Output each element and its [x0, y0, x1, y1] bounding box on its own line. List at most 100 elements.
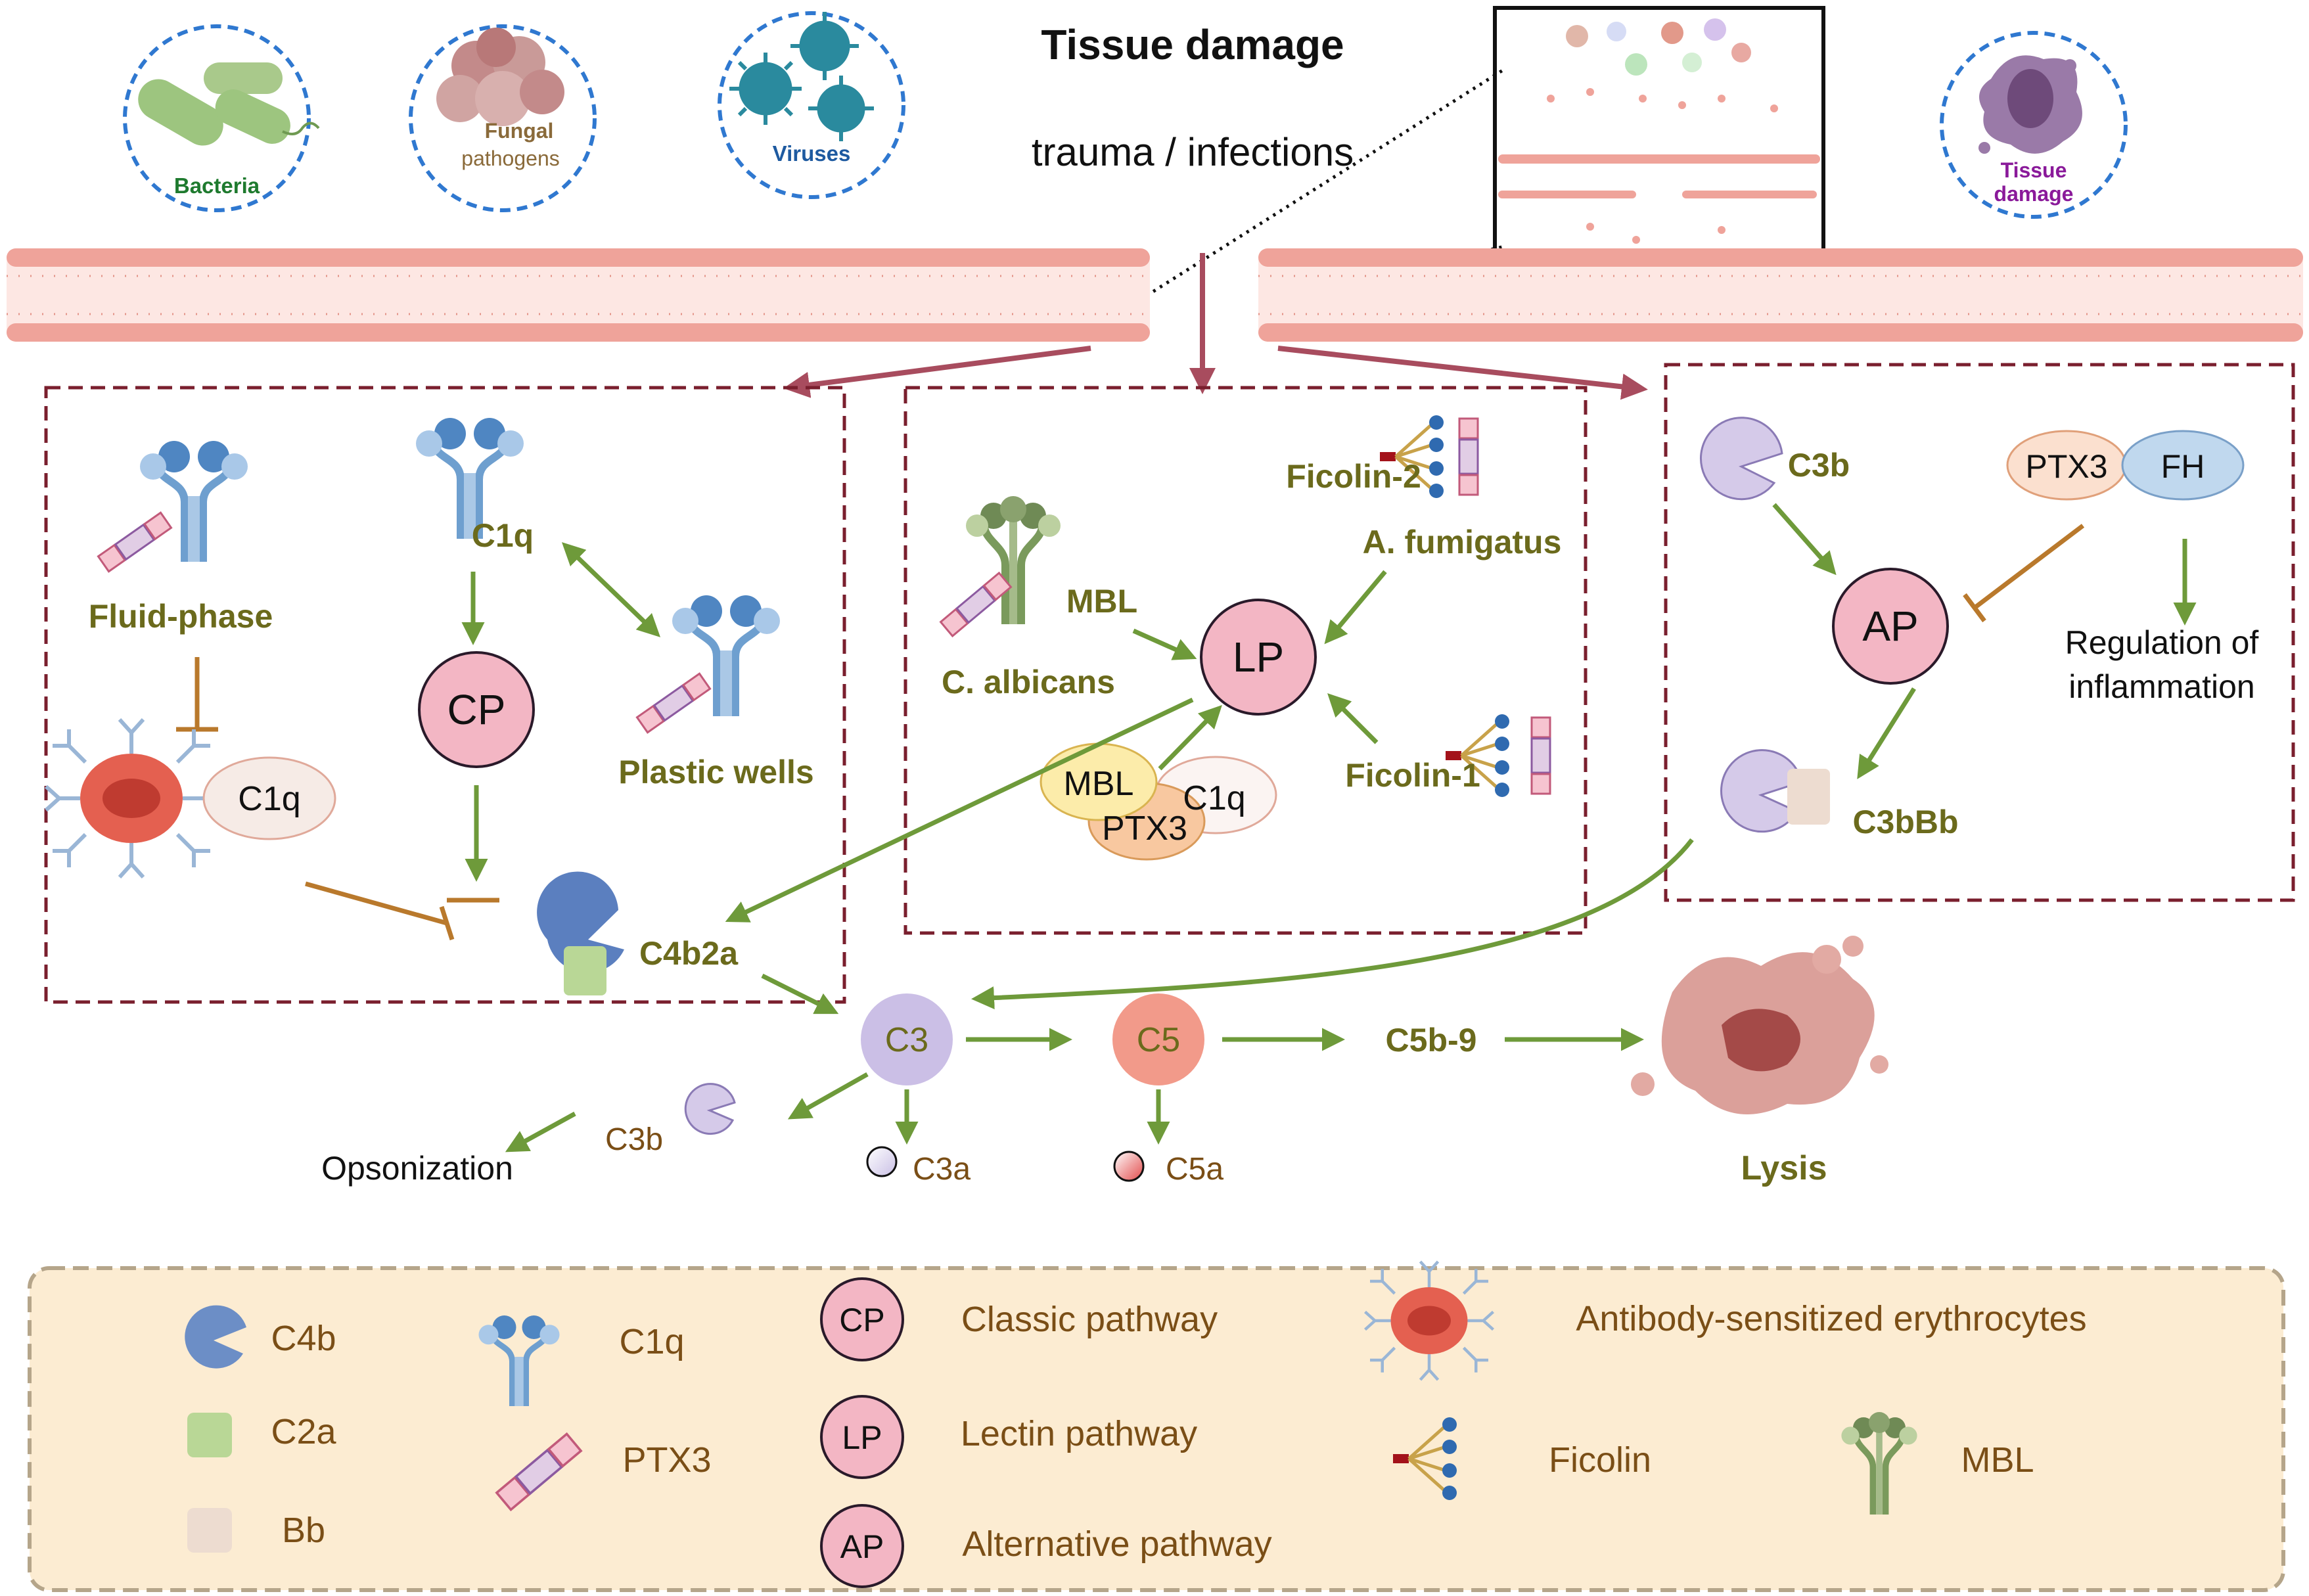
membrane-rupture-inset: [1493, 6, 1825, 261]
legend-ap-text: Alternative pathway: [962, 1524, 1271, 1564]
regulation-line2: inflammation: [2069, 668, 2254, 705]
legend-ptx3-label: PTX3: [622, 1440, 711, 1480]
lp-to-c4b2a-arrow: [725, 697, 1194, 923]
mbl-to-lp-arrow: [1132, 628, 1197, 660]
c3b-to-opsonization-arrow: [505, 1111, 576, 1152]
legend-cp-abbr: CP: [839, 1302, 884, 1338]
mbl-label: MBL: [1066, 583, 1137, 620]
c5-node: C5: [1112, 993, 1204, 1085]
bacteria-label: Bacteria: [174, 173, 260, 198]
c3b-ap-icon: [1699, 417, 1783, 501]
legend-erythro-text: Antibody-sensitized erythrocytes: [1576, 1299, 2086, 1338]
erythrocyte-icon: [46, 719, 217, 877]
c3b-to-ap-arrow: [1772, 503, 1837, 576]
viruses-badge: Viruses: [718, 11, 905, 199]
c1q-bubble-label: C1q: [238, 780, 300, 818]
legend-cp-text: Classic pathway: [961, 1300, 1218, 1339]
c5a-fragment-icon: [1113, 1151, 1145, 1182]
ptx3-ficolin1-icon: [1530, 716, 1551, 795]
legend-bb-label: Bb: [282, 1511, 325, 1550]
legend-bb-icon: [187, 1508, 232, 1553]
legend-ap-abbr: AP: [840, 1528, 884, 1565]
tissue-damage-title: Tissue damage: [1041, 21, 1344, 68]
ap-node-label: AP: [1862, 603, 1918, 650]
ptx3-lp-icon: [940, 572, 1012, 637]
cp-node-label: CP: [447, 686, 506, 733]
c3bbb-label: C3bBb: [1852, 804, 1958, 840]
fh-label: FH: [2161, 448, 2205, 485]
lp-node: LP: [1200, 599, 1317, 716]
c1q-label: C1q: [472, 517, 534, 554]
tissue-label-line1: Tissue: [2001, 158, 2067, 182]
legend-ap-icon: [820, 1504, 904, 1588]
legend-lp-text: Lectin pathway: [961, 1414, 1197, 1453]
c5-node-label: C5: [1137, 1021, 1180, 1059]
mbl-c1q-ptx3-complex: C1q PTX3 MBL: [1040, 742, 1277, 861]
ptx3-plastic-icon: [635, 672, 712, 734]
ficolin1-label: Ficolin-1: [1345, 757, 1480, 794]
c1q-plastic-double-arrow: [561, 542, 661, 637]
c-albicans-label: C. albicans: [942, 664, 1115, 700]
c3-to-c3b-arrow: [787, 1072, 869, 1120]
legend: C4b C2a Bb C1q PTX3 CP Classic pathway L…: [28, 1262, 2285, 1592]
lysis-label: Lysis: [1741, 1149, 1827, 1187]
fungal-badge: Fungal pathogens: [409, 24, 597, 212]
lp-node-label: LP: [1233, 633, 1284, 681]
bacteria-badge: Bacteria: [123, 24, 320, 212]
c3a-fragment-icon: [866, 1146, 898, 1177]
legend-lp-icon: [820, 1395, 904, 1479]
complex-ptx3-label: PTX3: [1102, 809, 1187, 848]
legend-c2a-icon: [187, 1413, 232, 1457]
legend-c4b-label: C4b: [271, 1319, 336, 1358]
arrow-to-cp-panel: [783, 346, 1091, 398]
legend-lp-abbr: LP: [842, 1419, 882, 1456]
fungal-label-line1: Fungal: [485, 119, 554, 143]
legend-c4b-icon: [185, 1305, 246, 1369]
legend-mbl-text: MBL: [1961, 1440, 2034, 1480]
c3bbb-complex: [1720, 749, 1830, 833]
ptx3-fh-inhibit-line: [1963, 524, 2085, 623]
ptx3-ficolin2-icon: [1458, 417, 1479, 496]
legend-c2a-label: C2a: [271, 1412, 336, 1451]
cell-membrane-left: [7, 248, 1150, 342]
tissue-label-line2: damage: [1994, 182, 2074, 206]
arrow-to-ap-panel: [1277, 346, 1648, 400]
c3a-label: C3a: [913, 1152, 971, 1187]
c5b9-label: C5b-9: [1386, 1022, 1477, 1059]
fungal-icon: [436, 28, 564, 126]
c4b2a-label: C4b2a: [639, 935, 739, 972]
legend-ficolin-text: Ficolin: [1549, 1440, 1651, 1480]
alternative-pathway-panel: [1664, 363, 2295, 902]
c3b-cascade-label: C3b: [605, 1122, 663, 1157]
fluid-phase-inhibit-line: [176, 657, 218, 732]
c3-node-label: C3: [885, 1021, 928, 1059]
damaged-cell-icon: [1978, 55, 2082, 154]
legend-c1q-label: C1q: [619, 1322, 684, 1361]
c3b-cascade-icon: [684, 1083, 736, 1135]
ap-to-c3bbb-arrow: [1857, 687, 1916, 779]
fungal-label-line2: pathogens: [461, 147, 559, 170]
complex-to-lp-arrow: [1158, 704, 1222, 771]
ficolin1-to-lp-arrow: [1327, 693, 1379, 744]
regulation-line1: Regulation of: [2065, 624, 2259, 661]
cell-membrane-right: [1258, 248, 2303, 342]
a-fumigatus-label: A. fumigatus: [1363, 524, 1562, 560]
complex-c1q-label: C1q: [1183, 779, 1245, 817]
c3b-ap-label: C3b: [1788, 447, 1850, 484]
c4b2a-to-c3-arrow: [761, 973, 839, 1015]
trauma-infections-subtitle: trauma / infections: [1032, 130, 1354, 174]
viruses-label: Viruses: [773, 141, 851, 166]
legend-cp-icon: [820, 1277, 904, 1361]
complex-mbl-label: MBL: [1064, 765, 1134, 803]
c4b2a-complex: [537, 871, 624, 995]
bacteria-icon: [138, 62, 320, 146]
virus-icon: [729, 12, 874, 141]
c1q-bubble: C1q: [202, 756, 336, 840]
opsonization-label: Opsonization: [321, 1150, 513, 1187]
lectin-pathway-panel: [903, 386, 1588, 935]
c1q-bubble-inhibit-line: [305, 881, 455, 941]
inset-membrane-pieces: [1498, 88, 1820, 244]
legend-box: [28, 1266, 2285, 1592]
a-fumigatus-to-lp-arrow: [1324, 570, 1387, 645]
c5a-label: C5a: [1166, 1152, 1223, 1187]
